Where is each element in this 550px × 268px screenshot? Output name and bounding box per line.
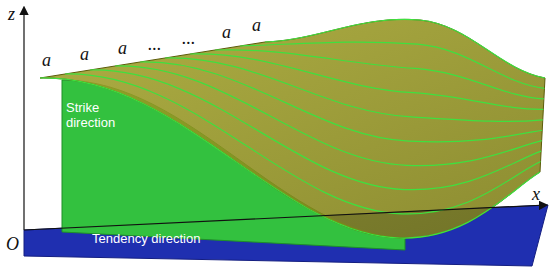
z-axis [23, 8, 24, 230]
contour-line [265, 19, 545, 78]
panel-label: Strike direction [66, 100, 130, 130]
strike-symbol: a [118, 38, 127, 58]
tendency-label-panel: Tendency direction [92, 231, 272, 246]
contour-line [40, 78, 540, 238]
ellipsis: ... [182, 28, 196, 48]
fault-surface [40, 19, 545, 238]
strike-label-panel: Strike direction [66, 100, 130, 130]
contour-line [190, 54, 543, 109]
ellipsis: ... [148, 34, 162, 54]
strike-symbol: a [80, 44, 89, 64]
panel-label: Tendency direction [92, 231, 272, 246]
strike-symbol: a [42, 50, 51, 70]
strike-symbol: a [252, 15, 261, 35]
contour-lines [40, 19, 545, 238]
contour-line [65, 74, 541, 214]
origin-label: O [6, 234, 19, 254]
axis-label: x [532, 184, 540, 204]
contour-line [115, 66, 542, 166]
axis-label: z [8, 4, 15, 24]
contour-line [240, 42, 544, 88]
x-axis [24, 205, 546, 230]
contour-line [215, 50, 544, 99]
contour-line [90, 70, 541, 190]
strike-symbol: a [222, 22, 231, 42]
